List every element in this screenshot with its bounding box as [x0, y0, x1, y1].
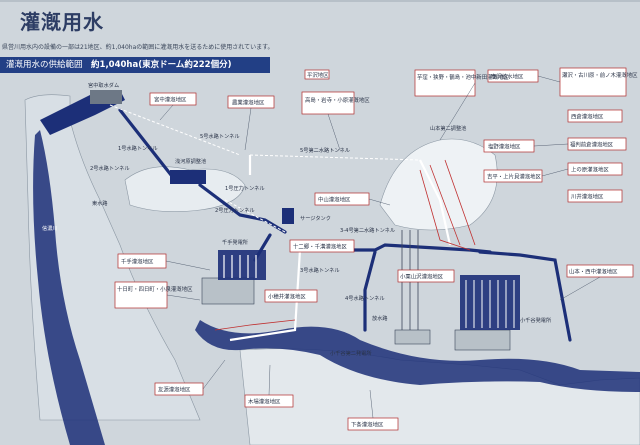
label-pressure-tunnel-2: 2号圧力トンネル — [215, 206, 255, 214]
area-box-segawa — [559, 67, 627, 97]
area-label-fukuhan: 福判前倉灌漑地区 — [570, 141, 614, 149]
river-main — [33, 130, 106, 445]
irrigation-lines — [214, 159, 476, 331]
label-tunnel-34b: 3-4号第二水路トンネル — [340, 226, 395, 234]
tunnels-outline — [229, 155, 452, 342]
irrigation-line-2 — [429, 164, 461, 246]
irrigation-line-3 — [444, 159, 476, 246]
area-label-takashima: 高島・岩寺・小原灌漑地区 — [305, 96, 370, 104]
banner-prefix: 灌漑用水の供給範囲 — [6, 60, 83, 70]
intake-dam — [90, 90, 122, 104]
area-label-yoshihira: 吉平・上片貝灌漑地区 — [487, 173, 542, 181]
senju-penstock-area — [218, 250, 266, 280]
area-box-koguri — [264, 289, 318, 303]
area-box-nishikura — [567, 109, 623, 123]
waterway-6 — [478, 250, 572, 342]
river-lower — [195, 320, 640, 392]
waterway-5 — [363, 250, 377, 332]
area-box-hirasawa — [304, 69, 330, 80]
area-label-nishikura: 西倉灌漑地区 — [571, 113, 604, 121]
label-pressure-tunnel-1: 1号圧力トンネル — [225, 184, 265, 192]
area-label-uenohara: 上の原灌漑地区 — [571, 166, 609, 174]
ojiya-penstocks — [465, 280, 515, 328]
area-label-segawa: 瀬沢・古川原・前ノ木灌漑地区 — [562, 71, 638, 79]
tunnel-line-2 — [249, 154, 421, 161]
area-label-hirasawa: 平沢地区 — [307, 71, 329, 79]
area-label-juniko: 十二郷・千溝灌漑地区 — [293, 243, 348, 251]
label-east-waterway: 東水路 — [92, 199, 108, 207]
area-label-kawai: 川井灌漑地区 — [571, 193, 604, 201]
hill-right — [379, 138, 498, 231]
area-label-miyanaka: 宮中灌漑地区 — [154, 96, 187, 104]
ojiya2-building — [394, 329, 431, 345]
area-labels: 宮中灌漑地区 農業灌漑地区 高島・岩寺・小原灌漑地区 平沢地区 芋窪・狭野・鶴島… — [117, 71, 638, 429]
area-label-shiono: 塩野灌漑地区 — [488, 143, 521, 151]
waterway-1 — [118, 108, 177, 182]
page-subtitle: 県営川用水内の設備の一部は21地区、約1,040haの範囲に灌漑用水を送るために… — [2, 44, 274, 51]
senju-power-station — [201, 250, 266, 305]
area-box-kawai — [567, 189, 623, 203]
senju-penstocks — [223, 255, 257, 278]
ojiya-building — [454, 329, 511, 351]
label-shinano-river: 信濃川 — [42, 224, 58, 232]
area-label-yamamoto: 山本・西中灌漑地区 — [569, 268, 618, 276]
area-label-imokubo: 芋窪・狭野・鶴島・池中新田灌漑地区 — [417, 73, 509, 81]
label-tunnel-2: 2号水路トンネル — [90, 164, 130, 172]
area-label-nogyo: 農業灌漑地区 — [232, 99, 265, 107]
irrigation-line-4 — [214, 319, 296, 331]
structure-labels: 宮中取水ダム 浅河原調整池 山本第二調整池 サージタンク 千手発電所 小千谷第二… — [42, 81, 551, 357]
label-tunnel-1: 1号水路トンネル — [118, 144, 158, 152]
area-label-koguri: 小穂井灌漑地区 — [268, 293, 306, 301]
banner-emphasis: 約1,040ha(東京ドーム約222個分) — [91, 60, 232, 70]
area-box-imokubo — [414, 69, 476, 97]
label-yamamoto-pond: 山本第二調整池 — [430, 124, 466, 132]
area-box-tokamachi — [114, 281, 168, 309]
page-title: 灌漑用水 — [20, 10, 104, 34]
label-tailrace: 放水路 — [372, 314, 388, 322]
irrigation-line-1 — [419, 169, 471, 251]
tunnel-white-1 — [229, 249, 302, 342]
area-box-juniko — [289, 239, 355, 253]
label-tunnel-5: 5号水路トンネル — [200, 132, 240, 140]
label-senju-station: 千手発電所 — [222, 238, 248, 246]
tunnel-white-2 — [419, 159, 452, 246]
area-label-yugen: 友源灌漑地区 — [158, 386, 191, 394]
label-tunnel-5b: 5号第二水路トンネル — [300, 146, 350, 154]
label-ojiya-station: 小千谷発電所 — [520, 316, 551, 324]
area-label-kiba: 木場灌漑地区 — [248, 398, 281, 406]
ojiya-power-station — [454, 275, 520, 351]
tunnels-dashed — [109, 104, 421, 233]
area-label-nakayama: 中山灌漑地区 — [318, 196, 351, 204]
surge-tank — [282, 208, 294, 224]
area-box-oguriyamasawa — [397, 269, 455, 283]
label-asagawara: 浅河原調整池 — [175, 157, 206, 165]
area-label-tokamachi: 十日町・四日町・小泉灌漑地区 — [117, 285, 193, 293]
area-label-senju: 千手灌漑地区 — [121, 258, 154, 266]
tunnel-labels: 1号水路トンネル 2号水路トンネル 3号水路トンネル 4号水路トンネル 5号水路… — [90, 132, 395, 302]
label-tunnel-4: 4号水路トンネル — [345, 294, 385, 302]
label-intake-dam: 宮中取水ダム — [88, 81, 119, 89]
waterway-2 — [198, 183, 287, 234]
area-label-shimojo: 下条灌漑地区 — [351, 421, 384, 429]
label-surge-tank: サージタンク — [300, 214, 331, 222]
supply-range-banner: 灌漑用水の供給範囲 約1,040ha(東京ドーム約222個分) — [0, 57, 270, 73]
asagawara-reservoir — [170, 170, 206, 184]
tunnel-line-3 — [224, 199, 286, 233]
leader-lines — [159, 75, 601, 419]
area-label-oguriyamasawa: 小栗山沢灌漑地区 — [400, 273, 444, 281]
tunnel-line-1 — [109, 104, 241, 156]
area-label-taisawa: 泰沢給水地区 — [491, 73, 524, 81]
senju-building — [201, 277, 255, 305]
label-tunnel-3: 3号水路トンネル — [300, 266, 340, 274]
label-ojiya2-station: 小千谷第二発電所 — [330, 349, 372, 357]
frame-top — [0, 0, 640, 2]
